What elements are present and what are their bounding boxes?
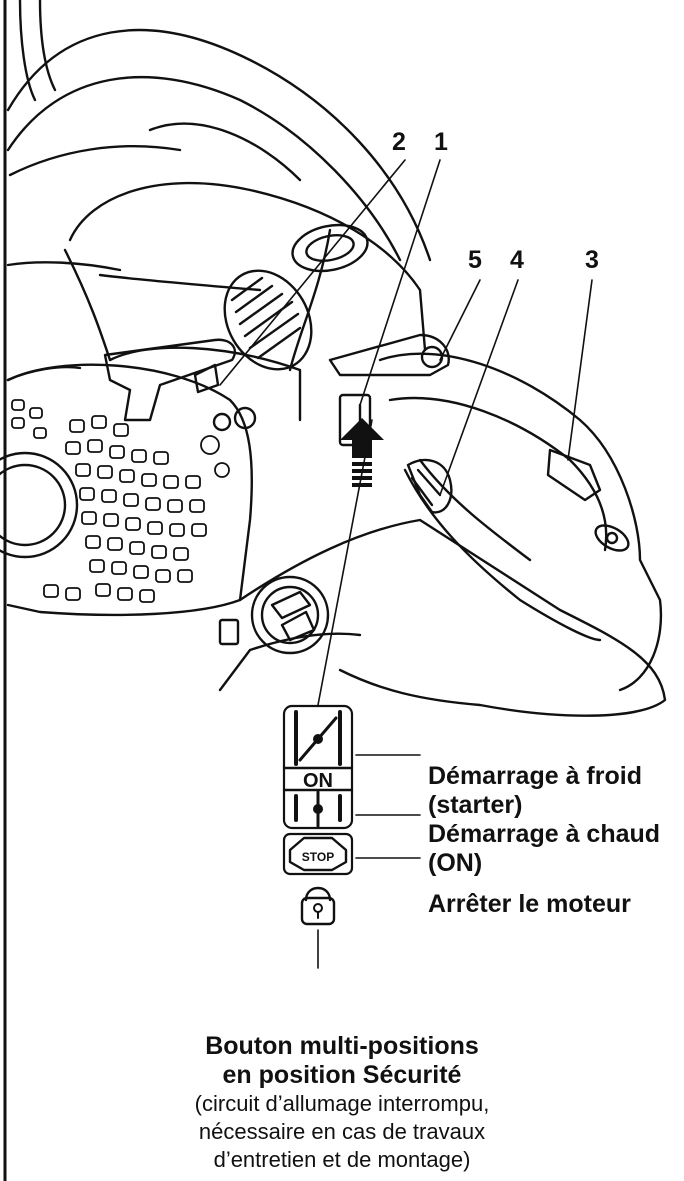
leader-line-4: [439, 279, 519, 496]
warm-start-label: Démarrage à chaud: [428, 820, 661, 848]
warm-start-icon: [294, 790, 342, 828]
leader-line-2: [219, 159, 406, 386]
callout-number-5: 5: [468, 246, 482, 274]
callout-number-3: 3: [585, 246, 599, 274]
cooling-grid: [11, 399, 230, 603]
callout-number-1: 1: [434, 128, 448, 156]
caption-note-line2: nécessaire en cas de travaux: [198, 1119, 486, 1144]
cold-start-label: Démarrage à froid: [428, 762, 642, 790]
callout-number-4: 4: [510, 246, 524, 274]
leader-line-5: [439, 279, 481, 361]
cold-start-icon: [294, 710, 342, 766]
callout-number-2: 2: [392, 128, 406, 156]
engine-cover: [6, 181, 427, 422]
caption-title-line1: Bouton multi-positions: [205, 1032, 479, 1060]
lock-icon: [300, 886, 336, 926]
on-text: ON: [303, 770, 333, 792]
caption-title-line2: en position Sécurité: [222, 1061, 462, 1089]
leader-lines: [219, 159, 593, 706]
label-leaders: [355, 754, 421, 859]
leader-line-switch-panel: [317, 419, 373, 706]
caption-note-line3: d’entretien et de montage): [213, 1147, 471, 1172]
fuel-tank: [218, 518, 667, 717]
leader-line-3: [567, 279, 593, 461]
caption-note-line1: (circuit d’allumage interrompu,: [194, 1091, 490, 1116]
stop-icon: [282, 832, 354, 876]
switch-panel: [282, 704, 354, 830]
caption: Bouton multi-positions en position Sécur…: [0, 1032, 684, 1174]
warm-start-sublabel: (ON): [428, 849, 483, 877]
leader-line-1: [359, 159, 441, 406]
starter-housing: [0, 363, 253, 617]
cold-start-sublabel: (starter): [428, 791, 523, 819]
stop-text: STOP: [302, 850, 334, 864]
stop-engine-label: Arrêter le moteur: [428, 890, 631, 918]
front-handle: [6, 0, 432, 262]
